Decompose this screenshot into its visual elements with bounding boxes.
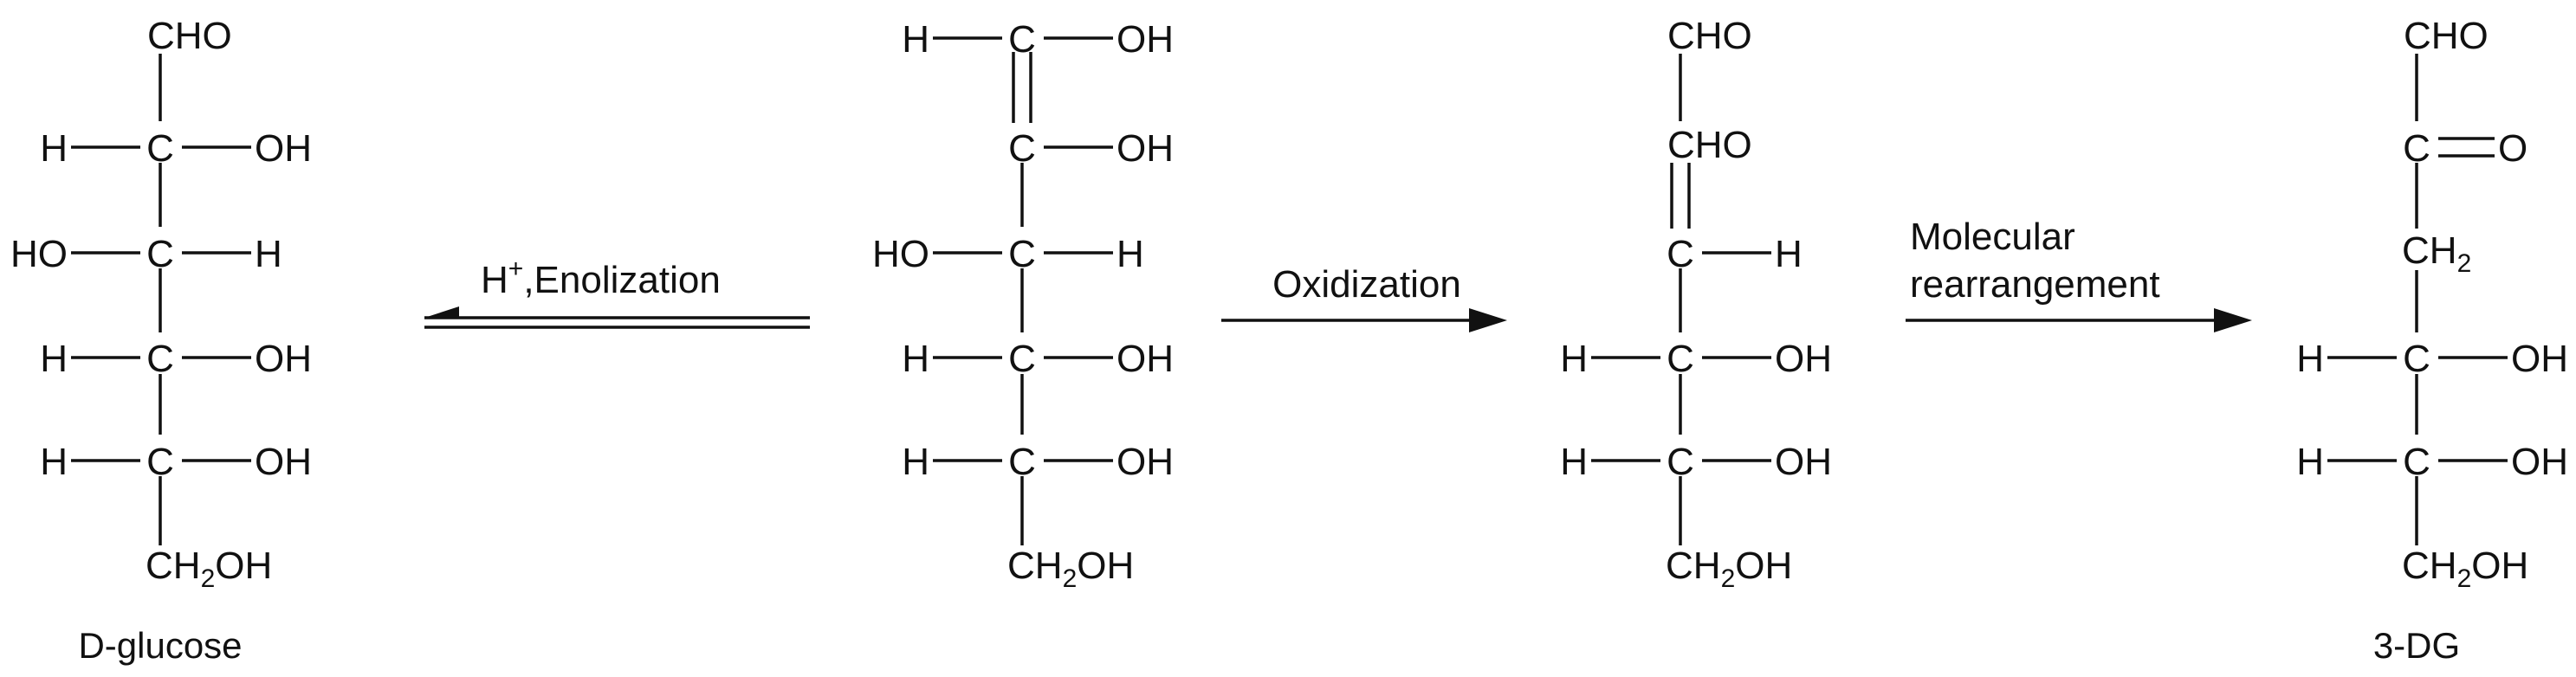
atom-label: CHO: [147, 15, 232, 57]
atom-label: H: [902, 441, 929, 483]
atom-label: CHO: [2404, 15, 2489, 57]
arrow-label-line1: Molecular: [1910, 216, 2075, 258]
atom-label: H: [255, 233, 282, 275]
rearrangement-arrow: Molecular rearrangement: [1906, 216, 2252, 332]
atom-label: OH: [255, 441, 312, 483]
atom-label: H: [2296, 441, 2324, 483]
atom-label: CHO: [1667, 124, 1752, 166]
atom-label-ch2oh: CH2OH: [1666, 545, 1792, 593]
arrow-head: [1469, 308, 1507, 332]
atom-label: OH: [255, 338, 312, 380]
atom-label: OH: [1116, 441, 1174, 483]
atom-label: C: [2403, 338, 2430, 380]
atom-label: HO: [872, 233, 929, 275]
atom-label: O: [2498, 127, 2527, 170]
atom-label: C: [1008, 18, 1036, 61]
molecule-caption: D-glucose: [78, 625, 242, 666]
atom-label: H: [40, 338, 68, 380]
atom-label: H: [902, 338, 929, 380]
atom-label: C: [146, 233, 174, 275]
atom-label-ch2: CH2: [2402, 229, 2471, 278]
atom-label: H: [40, 441, 68, 483]
arrow-label: H+,Enolization: [481, 255, 721, 301]
oxidization-arrow: Oxidization: [1221, 263, 1507, 332]
atom-label: C: [2403, 127, 2430, 170]
atom-label: C: [2403, 441, 2430, 483]
atom-label: H: [40, 127, 68, 170]
atom-label: H: [1560, 338, 1588, 380]
atom-label: OH: [1775, 441, 1832, 483]
arrow-label: Oxidization: [1272, 263, 1461, 306]
atom-label: H: [1116, 233, 1144, 275]
atom-label: H: [1560, 441, 1588, 483]
molecule-d-glucose: CHO H C OH HO C H H C OH H C OH CH2OH D-…: [10, 15, 312, 666]
atom-label: C: [1008, 127, 1036, 170]
arrow-head: [2214, 308, 2252, 332]
molecule-3-dg: CHO C O CH2 H C OH H C OH CH2OH 3-DG: [2296, 15, 2568, 666]
atom-label: C: [1667, 441, 1694, 483]
molecule-dicarbonyl: CHO CHO C H H C OH H C OH CH2OH: [1560, 15, 1832, 593]
molecule-caption: 3-DG: [2373, 625, 2460, 666]
atom-label: H: [1775, 233, 1803, 275]
atom-label-ch2oh: CH2OH: [1007, 545, 1134, 593]
atom-label: OH: [1116, 338, 1174, 380]
equilibrium-arrow: H+,Enolization: [424, 255, 810, 329]
atom-label: C: [146, 338, 174, 380]
atom-label: OH: [1775, 338, 1832, 380]
atom-label: OH: [1116, 127, 1174, 170]
atom-label: HO: [10, 233, 68, 275]
arrow-head: [424, 306, 459, 318]
atom-label: H: [902, 18, 929, 61]
atom-label: C: [146, 127, 174, 170]
atom-label: OH: [255, 127, 312, 170]
arrow-label-line2: rearrangement: [1910, 263, 2160, 306]
atom-label: CHO: [1667, 15, 1752, 57]
atom-label: C: [1008, 233, 1036, 275]
atom-label: C: [1667, 338, 1694, 380]
atom-label: OH: [2511, 338, 2568, 380]
atom-label: C: [146, 441, 174, 483]
atom-label-ch2oh: CH2OH: [146, 545, 272, 593]
atom-label-ch2oh: CH2OH: [2402, 545, 2528, 593]
atom-label: C: [1008, 441, 1036, 483]
atom-label: C: [1008, 338, 1036, 380]
atom-label: OH: [2511, 441, 2568, 483]
atom-label: OH: [1116, 18, 1174, 61]
molecule-enediol: H C OH C OH HO C H H C OH H C OH CH2OH: [872, 18, 1174, 593]
atom-label: H: [2296, 338, 2324, 380]
atom-label: C: [1667, 233, 1694, 275]
